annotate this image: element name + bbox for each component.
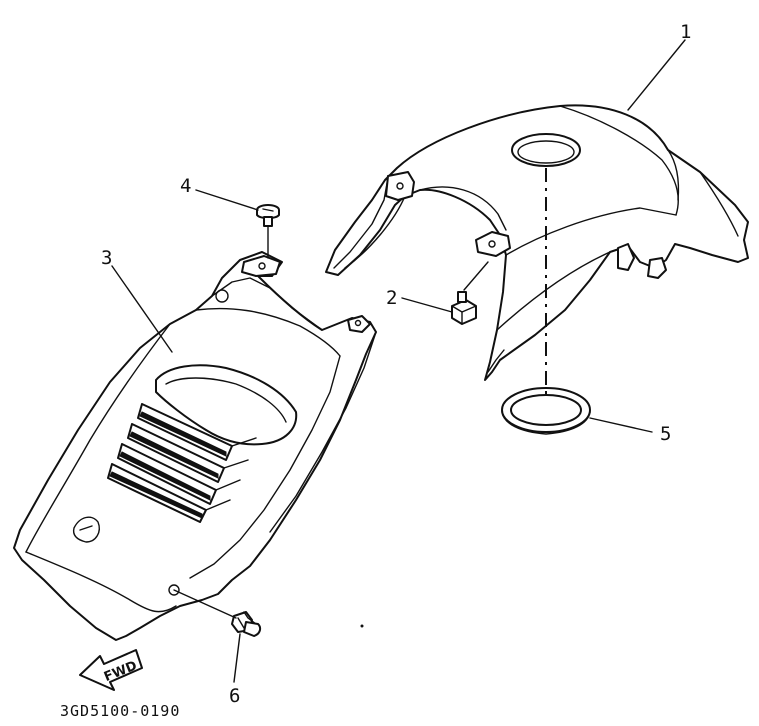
callout-2: 2 (386, 287, 397, 309)
leader-lines (111, 39, 686, 683)
cover-part-3 (13, 251, 377, 641)
callout-5: 5 (660, 423, 671, 445)
callout-3: 3 (101, 247, 112, 269)
tank-cover-part-1 (325, 104, 749, 381)
callout-1: 1 (680, 21, 691, 43)
drawing-code: 3GD5100-0190 (60, 702, 180, 720)
ring-seal-part-5 (501, 387, 591, 435)
screw-part-4 (256, 204, 280, 227)
bolt-part-6 (231, 611, 262, 637)
callout-4: 4 (180, 175, 191, 197)
grommet-part-2 (451, 291, 477, 325)
forward-arrow-icon: FWD (79, 649, 143, 691)
callout-6: 6 (229, 685, 240, 707)
